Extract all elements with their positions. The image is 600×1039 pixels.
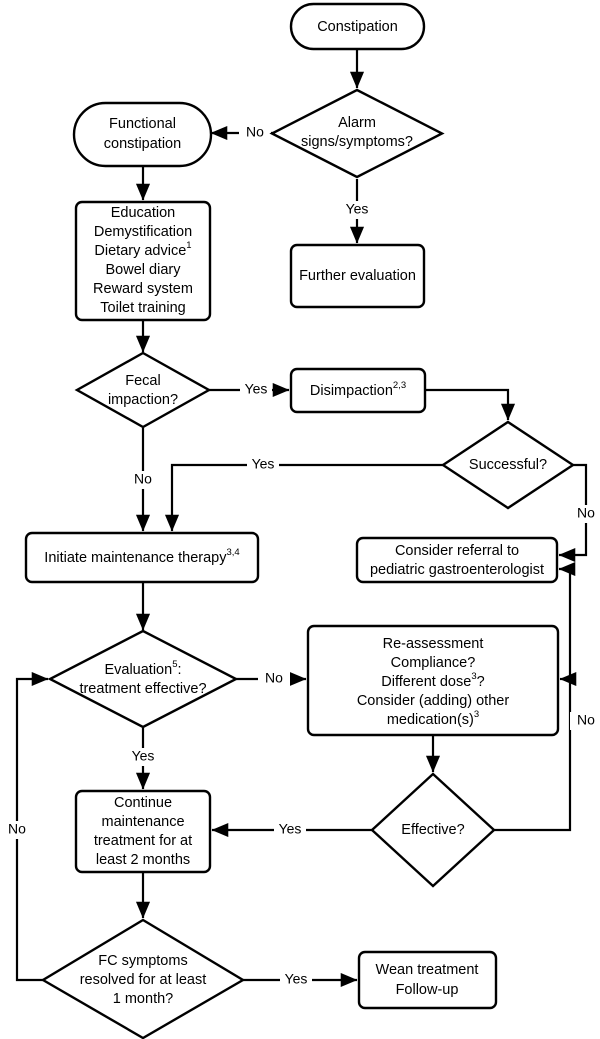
disimpaction-label: Disimpaction2,3 — [310, 380, 406, 399]
education-line-1: Education — [111, 205, 176, 221]
evaluation-line1: Evaluation5: — [104, 659, 181, 678]
fecal-impaction-shape — [74, 351, 212, 429]
successful-shape — [440, 420, 576, 510]
fc-symptoms-line1: FC symptoms — [98, 953, 187, 969]
node-constipation[interactable]: Constipation — [289, 2, 426, 51]
evaluation-shape — [47, 629, 239, 729]
wean-treatment-line1: Wean treatment — [376, 962, 479, 978]
node-evaluation[interactable]: Evaluation5: treatment effective? — [47, 629, 239, 729]
functional-constipation-line2: constipation — [104, 136, 181, 152]
continue-line-2: maintenance — [101, 814, 184, 830]
reassessment-shape — [306, 624, 560, 737]
edge-label-fc-yes: Yes — [285, 971, 308, 987]
node-effective[interactable]: Effective? — [370, 772, 496, 888]
reassessment-line-3-tail: ? — [477, 674, 485, 690]
evaluation-line2: treatment effective? — [79, 681, 206, 697]
reassessment-line-4: Consider (adding) other — [357, 693, 510, 709]
edge-label-alarm-no: No — [246, 124, 264, 140]
edge-label-impaction-no: No — [134, 471, 152, 487]
initiate-maintenance-text: Initiate maintenance therapy — [44, 550, 227, 566]
disimpaction-label-sup: 2,3 — [393, 380, 406, 391]
alarm-signs-line1: Alarm — [338, 115, 376, 131]
further-evaluation-label: Further evaluation — [299, 268, 416, 284]
node-education[interactable]: Education Demystification Dietary advice… — [74, 200, 212, 322]
node-consider-referral[interactable]: Consider referral to pediatric gastroent… — [355, 536, 559, 584]
fecal-impaction-line1: Fecal — [125, 373, 160, 389]
edge-successful-yes-to-initiate — [164, 463, 443, 532]
reassessment-line-2: Compliance? — [391, 655, 476, 671]
node-disimpaction[interactable]: Disimpaction2,3 — [289, 367, 427, 414]
continue-line-1: Continue — [114, 795, 172, 811]
node-continue-maintenance[interactable]: Continue maintenance treatment for at le… — [74, 789, 212, 874]
node-fc-symptoms[interactable]: FC symptoms resolved for at least 1 mont… — [40, 918, 246, 1039]
reassessment-line-5-text: medication(s) — [387, 712, 474, 728]
education-line-5: Reward system — [93, 281, 193, 297]
edge-label-effective-no: No — [577, 712, 595, 728]
node-fecal-impaction[interactable]: Fecal impaction? — [74, 351, 212, 429]
edge-labels-layer: No Yes Yes No Yes No No Yes Yes No Yes N… — [2, 124, 600, 989]
education-line-4: Bowel diary — [106, 262, 182, 278]
evaluation-line1-text: Evaluation — [104, 662, 172, 678]
reassessment-line-1: Re-assessment — [383, 636, 484, 652]
edge-disimpaction-to-successful — [425, 388, 516, 421]
edge-label-alarm-yes: Yes — [346, 201, 369, 217]
continue-line-4: least 2 months — [96, 852, 190, 868]
education-line-3: Dietary advice1 — [94, 240, 191, 259]
effective-shape — [370, 772, 496, 888]
fc-symptoms-shape — [40, 918, 246, 1039]
edge-label-evaluation-yes: Yes — [132, 748, 155, 764]
reassessment-line-5: medication(s)3 — [387, 709, 479, 728]
consider-referral-line2: pediatric gastroenterologist — [370, 562, 544, 578]
edge-label-fc-no: No — [8, 821, 26, 837]
disimpaction-shape — [289, 367, 427, 414]
reassessment-line-3-text: Different dose — [381, 674, 471, 690]
reassessment-line-5-sup: 3 — [474, 709, 479, 720]
functional-constipation-line1: Functional — [109, 116, 176, 132]
further-evaluation-shape — [289, 243, 426, 309]
node-alarm-signs[interactable]: Alarm signs/symptoms? — [269, 88, 445, 179]
education-shape — [74, 200, 212, 322]
continue-maintenance-shape — [74, 789, 212, 874]
node-reassessment[interactable]: Re-assessment Compliance? Different dose… — [306, 624, 560, 737]
education-line-6: Toilet training — [100, 300, 185, 316]
consider-referral-line1: Consider referral to — [395, 543, 519, 559]
alarm-signs-line2: signs/symptoms? — [301, 134, 413, 150]
evaluation-line1-sup: 5 — [172, 659, 177, 670]
edge-effective-no-to-referral — [558, 561, 576, 679]
edge-label-successful-no: No — [577, 505, 595, 521]
evaluation-line1-colon: : — [177, 662, 181, 678]
fc-symptoms-line3: 1 month? — [113, 991, 173, 1007]
edge-label-evaluation-no: No — [265, 670, 283, 686]
reassessment-line-3: Different dose3? — [381, 671, 484, 690]
fecal-impaction-line2: impaction? — [108, 392, 178, 408]
edge-label-impaction-yes: Yes — [245, 381, 268, 397]
node-successful[interactable]: Successful? — [440, 420, 576, 510]
education-line-3-text: Dietary advice — [94, 243, 186, 259]
fc-symptoms-line2: resolved for at least — [80, 972, 207, 988]
functional-constipation-shape — [72, 101, 213, 168]
alarm-signs-shape — [269, 88, 445, 179]
edge-label-successful-yes: Yes — [252, 456, 275, 472]
edge-label-effective-yes: Yes — [279, 821, 302, 837]
effective-label: Effective? — [401, 822, 464, 838]
disimpaction-label-text: Disimpaction — [310, 383, 393, 399]
reassessment-line-3-sup: 3 — [471, 671, 476, 682]
education-line-3-sup: 1 — [186, 240, 191, 251]
constipation-shape — [289, 2, 426, 51]
initiate-maintenance-shape — [24, 531, 260, 584]
node-initiate-maintenance[interactable]: Initiate maintenance therapy3,4 — [24, 531, 260, 584]
initiate-maintenance-label: Initiate maintenance therapy3,4 — [44, 547, 239, 566]
node-further-evaluation[interactable]: Further evaluation — [289, 243, 426, 309]
wean-treatment-line2: Follow-up — [396, 982, 459, 998]
wean-treatment-shape — [357, 950, 498, 1010]
constipation-label: Constipation — [317, 19, 398, 35]
node-wean-treatment[interactable]: Wean treatment Follow-up — [357, 950, 498, 1010]
consider-referral-shape — [355, 536, 559, 584]
initiate-maintenance-sup: 3,4 — [226, 547, 239, 558]
education-line-2: Demystification — [94, 224, 192, 240]
continue-line-3: treatment for at — [94, 833, 192, 849]
successful-label: Successful? — [469, 457, 547, 473]
node-functional-constipation[interactable]: Functional constipation — [72, 101, 213, 168]
